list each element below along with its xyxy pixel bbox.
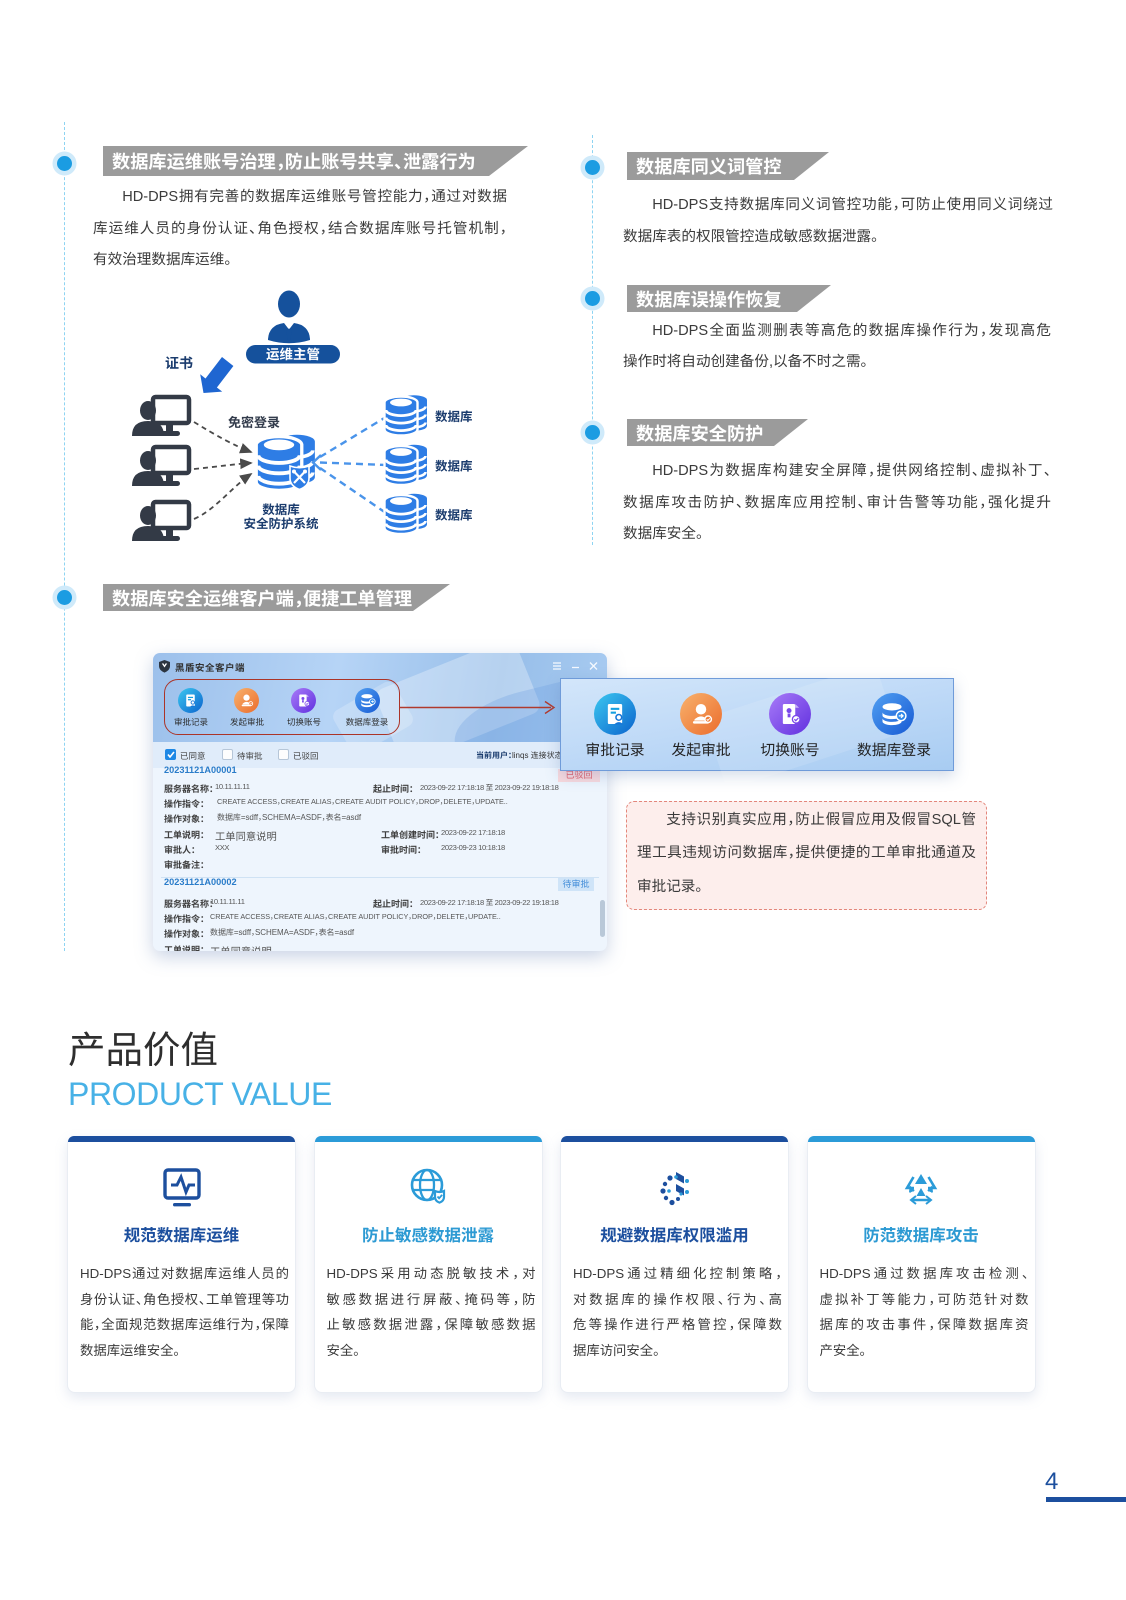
svg-text:安全防护系统: 安全防护系统 — [243, 513, 319, 532]
svg-text:证书: 证书 — [165, 353, 193, 373]
svg-text:数据库: 数据库 — [435, 456, 473, 475]
svg-text:免密登录: 免密登录 — [228, 412, 280, 431]
svg-text:数据库: 数据库 — [435, 406, 473, 425]
svg-text:数据库: 数据库 — [435, 505, 473, 524]
svg-text:运维主管: 运维主管 — [266, 343, 320, 363]
svg-text:数据库: 数据库 — [262, 499, 300, 518]
